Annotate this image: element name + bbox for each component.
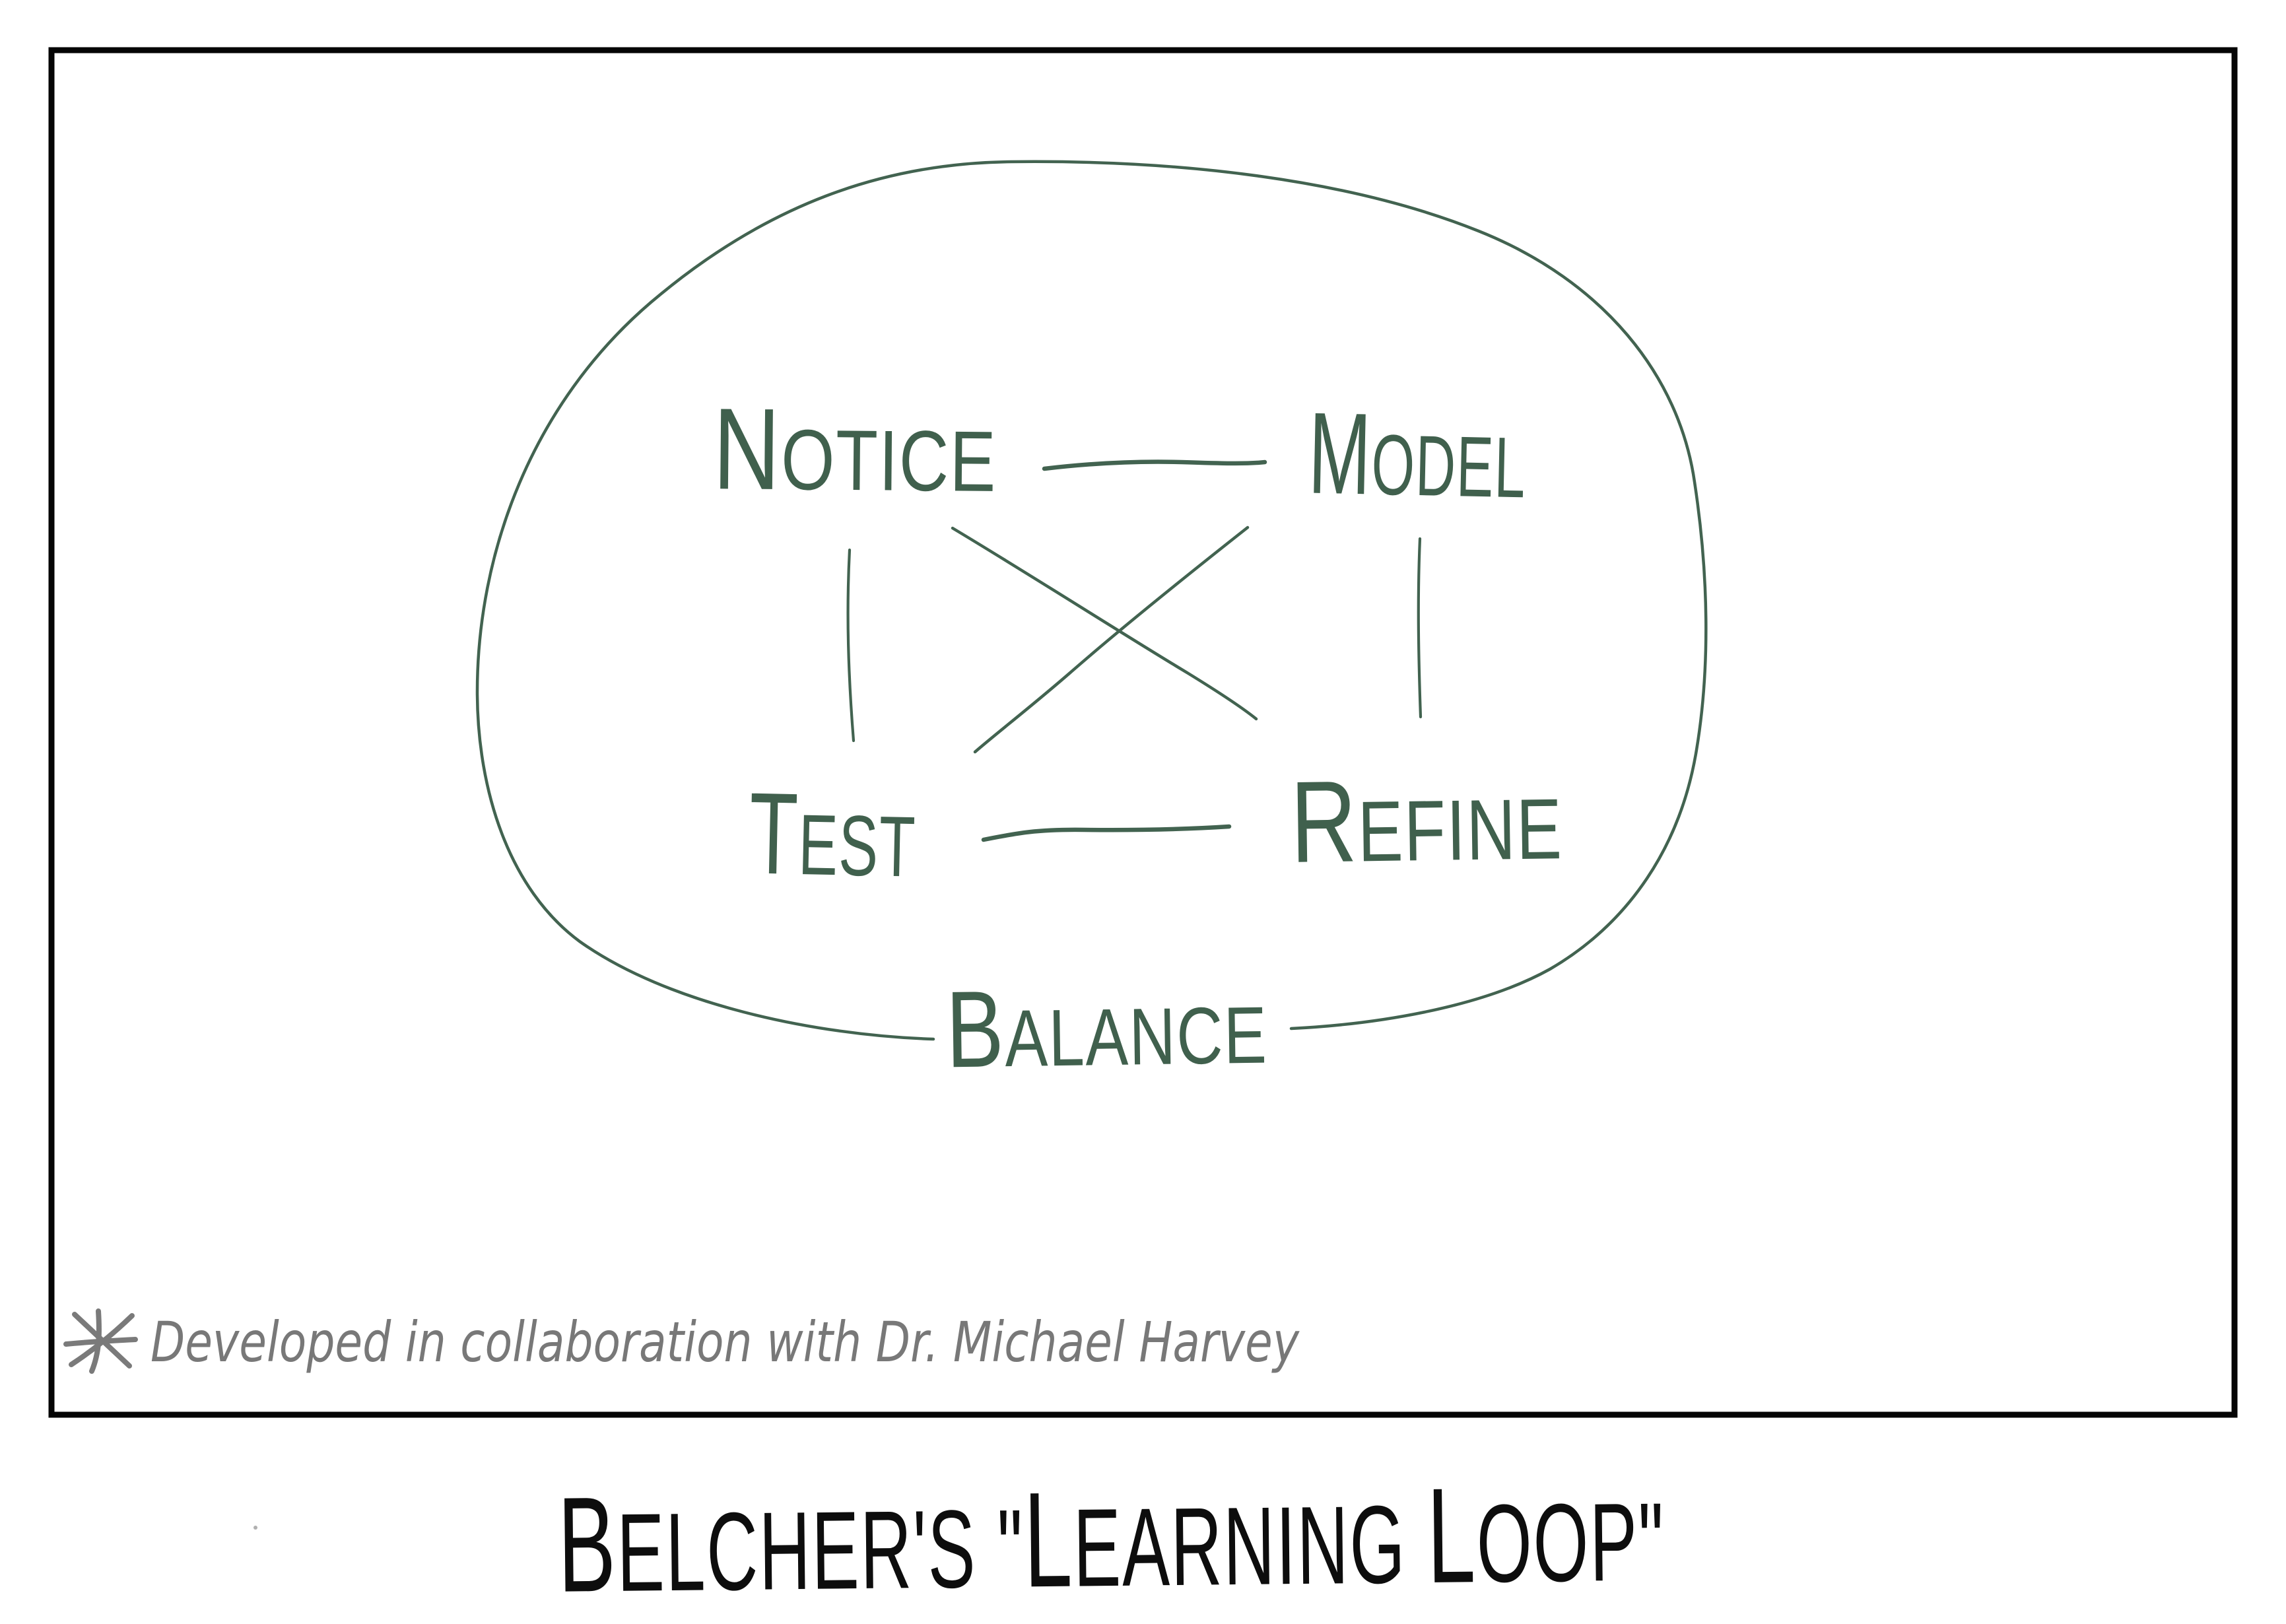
- footnote-text: Developed in collaboration with Dr. Mich…: [151, 1310, 1300, 1374]
- poster-frame: [48, 47, 2238, 1418]
- ink-speck: [253, 1526, 257, 1530]
- node-label-test: TEST: [748, 768, 918, 901]
- node-label-model: MODEL: [1307, 389, 1528, 523]
- edge-model-test: [973, 525, 1250, 754]
- edge-notice-model: [1042, 459, 1267, 471]
- node-label-notice: NOTICE: [712, 384, 997, 516]
- edge-notice-test: [846, 548, 856, 743]
- edge-notice-refine: [951, 526, 1258, 721]
- loop-label-balance: BALANCE: [945, 964, 1269, 1091]
- asterisk-icon: [63, 1308, 138, 1374]
- loop-outline: [475, 160, 1708, 1041]
- edge-test-refine: [981, 824, 1232, 842]
- edge-model-refine: [1417, 537, 1423, 719]
- footnote: Developed in collaboration with Dr. Mich…: [63, 1308, 1300, 1374]
- diagram-caption: BELCHER'S "LEARNING LOOP": [557, 1458, 1665, 1621]
- learning-loop-diagram: NOTICE MODEL TEST REFINE BALANCE: [475, 160, 1708, 1091]
- node-label-refine: REFINE: [1290, 754, 1564, 887]
